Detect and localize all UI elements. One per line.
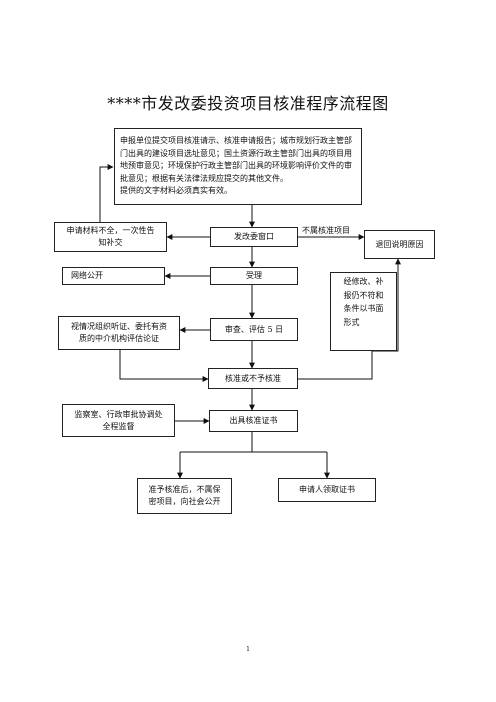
node-supervision: 监察室、行政审批协调处 全程监督 bbox=[62, 404, 175, 437]
node-after-revision: 经修改、补 报仍不符和 条件以书面 形式 bbox=[330, 272, 397, 351]
edge-revision-return bbox=[372, 258, 401, 352]
edge-label-not-in-scope: 不属核准项目 bbox=[302, 226, 350, 235]
node-hearing: 视情况组织听证、委托有资 质的中介机构评估论证 bbox=[58, 316, 180, 350]
node-application: 申报单位提交项目核准请示、核准申请报告；城市规划行政主管部门出具的建设项目选址意… bbox=[114, 128, 362, 205]
page-number: 1 bbox=[246, 646, 250, 653]
node-public: 准予核准后，不属保 密项目，向社会公开 bbox=[137, 478, 232, 514]
edge-incomplete-application bbox=[99, 164, 114, 222]
node-online: 网络公开 bbox=[62, 267, 165, 285]
node-collect: 申请人领取证书 bbox=[278, 478, 376, 502]
node-review: 审查、评估 5 日 bbox=[210, 318, 298, 341]
node-certificate: 出具核准证书 bbox=[209, 410, 298, 432]
node-return-reason: 退回说明原因 bbox=[364, 230, 435, 259]
node-incomplete: 申请材料不全，一次性告 知补交 bbox=[54, 222, 167, 252]
edge-approve-revision bbox=[298, 351, 373, 380]
node-window: 发改委窗口 bbox=[210, 227, 298, 247]
edge-hearing-approve bbox=[119, 350, 209, 382]
node-accept: 受理 bbox=[210, 267, 298, 285]
page-title: ****市发改委投资项目核准程序流程图 bbox=[107, 94, 389, 113]
node-approve-or-not: 核准或不予核准 bbox=[208, 368, 298, 389]
